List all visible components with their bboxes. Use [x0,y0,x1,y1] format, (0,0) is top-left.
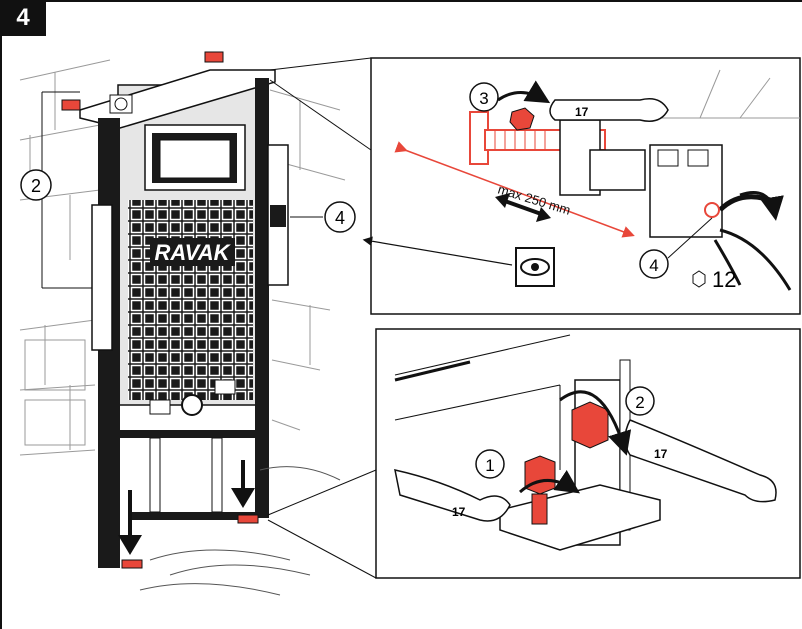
down-arrows [118,460,255,555]
floor-sketch [139,466,341,596]
double-arrow-icon [495,193,551,222]
detail-bottom-panel: 17 17 1 2 [375,328,801,579]
detail-top-panel: max 250 mm 17 3 4 [362,57,801,315]
wrench-size-right: 17 [654,447,668,461]
step-number-badge: 4 [0,0,46,36]
installation-frame: RAVAK [61,51,289,569]
eye-icon [515,247,555,287]
step-number: 4 [16,4,30,31]
leader-lines [267,57,377,579]
frame-top-border [46,0,802,2]
callout-4-detail: 4 [649,256,658,275]
callout-2-detail: 2 [635,393,644,412]
frame-left-border [0,36,2,629]
svg-text:4: 4 [335,208,345,228]
wrench-size-left: 17 [452,505,466,519]
callout-1: 1 [485,456,494,475]
hex-size-label: 12 [712,267,736,292]
svg-text:2: 2 [31,176,41,196]
callout-3: 3 [479,89,488,108]
callout-right: 4 [290,201,356,233]
wrench-size-top: 17 [575,105,589,119]
brand-label: RAVAK [155,240,232,265]
hexagon-icon [692,270,706,288]
callout-left: 2 [20,169,52,201]
brick-wall [19,59,346,456]
